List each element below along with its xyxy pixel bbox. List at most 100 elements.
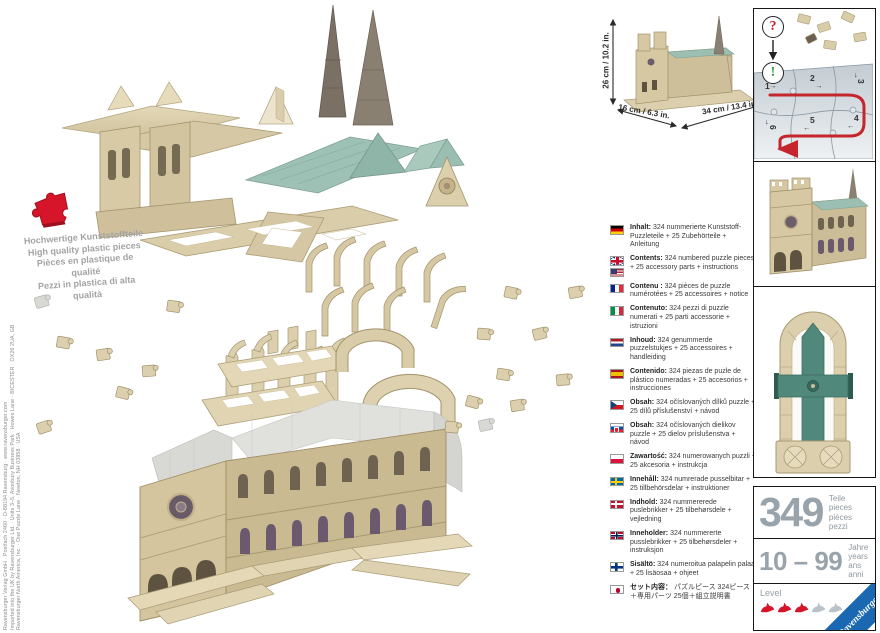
age-range-unit: anni xyxy=(848,570,864,580)
ravensburger-logo-text: Ravensburger xyxy=(837,593,876,631)
flag-se-icon xyxy=(610,476,624,487)
top-down-illustration xyxy=(774,311,853,474)
age-range-value: 10 – 99 xyxy=(759,546,843,576)
assembly-diagram: 1 2 3 4 5 6 → → ↓ ← ← ↓ xyxy=(754,10,873,159)
piece-count-value: 349 xyxy=(759,489,824,535)
contents-item: Indhold: 324 nummererede puslebrikker + … xyxy=(610,499,756,525)
level-icon xyxy=(794,602,809,613)
flag-it-icon xyxy=(610,306,624,316)
contents-item: Contenuto: 324 pezzi di puzzle numerati … xyxy=(610,305,756,331)
piece-count-unit: Teile xyxy=(828,494,846,504)
green-roof-pieces xyxy=(244,132,465,194)
flag-de-icon xyxy=(610,225,624,235)
contents-item: セット内容： パズルピース 324ピース ＋専用パーツ 25個＋組立説明書 xyxy=(610,584,756,601)
flag-group xyxy=(610,283,626,300)
step-number: 6 xyxy=(768,125,778,130)
contents-item: Contents: 324 numbered puzzle pieces + 2… xyxy=(610,255,756,278)
age-range-unit: Jahre xyxy=(848,542,869,552)
contents-item-text: Contenu : 324 pièces de puzzle numérotée… xyxy=(630,282,749,299)
question-mark-icon: ? xyxy=(762,16,784,38)
floor-frame-piece xyxy=(139,205,399,263)
copyright-line: Ravensburger North America, Inc. · One P… xyxy=(16,432,23,630)
copyright-line: Ravensburger Verlag GmbH · Postfach 2460… xyxy=(3,401,9,630)
height-dimension-label: 26 cm / 10.2 in. xyxy=(601,32,611,89)
contents-item-text: Obsah: 324 očíslovaných dílků puzzle + 2… xyxy=(630,399,756,415)
info-panel-stack: ? ! xyxy=(753,8,876,478)
flag-fr-icon xyxy=(610,283,624,294)
contents-item: Contenu : 324 pièces de puzzle numérotée… xyxy=(610,283,756,300)
flag-fi-icon xyxy=(610,562,624,572)
gable-piece-small xyxy=(258,86,294,125)
flag-group xyxy=(610,422,626,448)
copyright-line: Imported into the UK by Ravensburger Ltd… xyxy=(9,324,16,630)
flag-nl-icon xyxy=(610,337,624,348)
contents-item-text: Sisältö: 324 numeroitua palapelin palaa … xyxy=(630,561,755,577)
flag-jp-icon xyxy=(610,584,624,595)
flag-group xyxy=(610,368,626,394)
flag-sk-icon xyxy=(610,423,624,433)
flag-group xyxy=(610,337,626,363)
assembly-instructions: ? ! xyxy=(754,9,875,161)
step-number: 1 xyxy=(765,81,770,91)
contents-item: Contenido: 324 piezas de puzle de plásti… xyxy=(610,368,756,394)
finished-model-illustration xyxy=(769,168,869,275)
step-arrow: ← xyxy=(803,123,811,132)
contents-item-text: Innehåll: 324 numrerade pusselbitar + 25… xyxy=(630,475,751,492)
flag-gb-icon xyxy=(610,256,624,266)
contents-item-text: Contents: 324 numbered puzzle pieces + 2… xyxy=(630,255,755,271)
flag-group xyxy=(610,453,626,470)
brand-corner: Ravensburger xyxy=(814,584,876,631)
flag-group xyxy=(610,476,626,493)
flag-group xyxy=(610,561,626,578)
gallery-arch-pieces xyxy=(335,328,456,428)
contents-item: Obsah: 324 očíslovaných dílků puzzle + 2… xyxy=(610,399,756,416)
flying-buttress-pieces xyxy=(305,236,466,337)
step-number: 5 xyxy=(810,115,815,125)
flag-no-icon xyxy=(610,530,624,541)
step-arrow: → xyxy=(815,81,823,90)
contents-item: Sisältö: 324 numeroitua palapelin palaa … xyxy=(610,561,756,578)
flag-group xyxy=(610,399,626,416)
copyright-text: Ravensburger Verlag GmbH · Postfach 2460… xyxy=(3,274,23,630)
piece-count-unit: pezzi xyxy=(828,521,848,531)
contents-item-text: Contenuto: 324 pezzi di puzzle numerati … xyxy=(630,305,730,330)
flag-group xyxy=(610,255,626,278)
flag-group xyxy=(610,584,626,601)
contents-item: Inhoud: 324 genummerde puzzelstukjes + 2… xyxy=(610,337,756,363)
contents-item-text: Indhold: 324 nummererede puslebrikker + … xyxy=(630,498,732,523)
cathedral-body xyxy=(127,399,473,625)
level-icons xyxy=(760,601,869,614)
spire-pieces xyxy=(318,4,394,126)
flag-dk-icon xyxy=(610,499,624,510)
age-range-unit: years xyxy=(848,551,868,561)
flag-es-icon xyxy=(610,369,624,379)
towers-section-piece xyxy=(61,81,283,239)
contents-item-text: Zawartość: 324 numerowanych puzzli + 25 … xyxy=(630,453,756,469)
level-icon xyxy=(777,602,792,613)
contents-item: Inhalt: 324 nummerierte Kunststoff-Puzzl… xyxy=(610,224,756,250)
contents-item: Zawartość: 324 numerowanych puzzli + 25 … xyxy=(610,453,756,470)
contents-item-text: Contenido: 324 piezas de puzle de plásti… xyxy=(630,368,748,393)
top-down-view xyxy=(754,286,875,477)
contents-item: Inneholder: 324 nummererte pusslebrikker… xyxy=(610,530,756,556)
step-arrow: ← xyxy=(847,121,855,130)
contents-item: Innehåll: 324 numrerade pusselbitar + 25… xyxy=(610,476,756,493)
ravensburger-logo: Ravensburger xyxy=(814,584,876,631)
size-diagram-model xyxy=(609,15,760,130)
rose-gable-piece xyxy=(425,155,469,207)
contents-item-text: Obsah: 324 očíslovaných dielikov puzzle … xyxy=(630,422,736,447)
exclamation-mark-icon: ! xyxy=(762,62,784,84)
flag-group xyxy=(610,305,626,331)
step-arrow: ↓ xyxy=(765,117,769,126)
step-number: 3 xyxy=(856,79,866,84)
step-arrow: → xyxy=(769,81,777,90)
level-label: Level xyxy=(760,588,782,598)
